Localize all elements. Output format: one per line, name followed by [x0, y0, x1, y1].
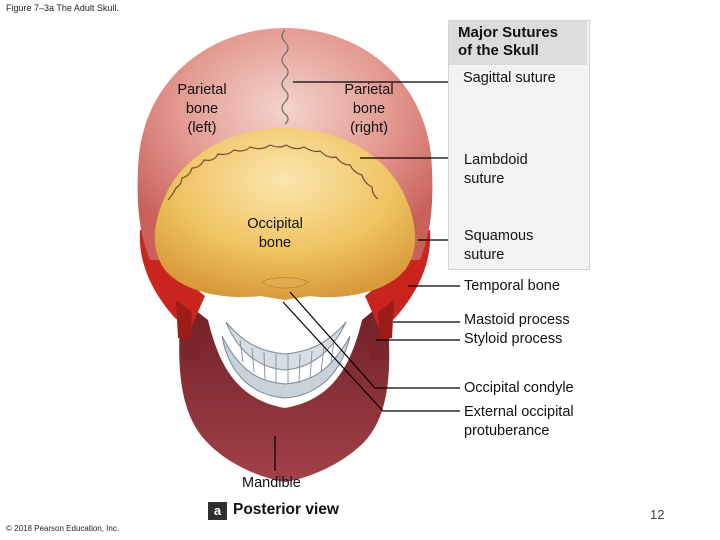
- mastoid-right: [378, 300, 394, 340]
- sutures-title-line2: of the Skull: [458, 42, 539, 59]
- label-lambdoid-line1: Lambdoid: [464, 152, 528, 168]
- lambdoid-suture-line: [167, 144, 379, 201]
- label-occipital-condyle: Occipital condyle: [464, 380, 574, 396]
- label-external-occipital-protuberance: External occipital protuberance: [464, 403, 574, 441]
- label-parietal-left: Parietal bone (left): [168, 81, 236, 138]
- sagittal-suture-line: [281, 29, 289, 125]
- label-mandible: Mandible: [242, 475, 301, 491]
- occipital-protuberance-mark: [261, 277, 309, 289]
- label-sagittal-suture: Sagittal suture: [463, 70, 556, 86]
- sutures-panel-title: Major Sutures of the Skull: [458, 24, 558, 60]
- label-styloid-process: Styloid process: [464, 331, 563, 347]
- label-parietal-left-line1: Parietal: [177, 82, 227, 98]
- label-lambdoid-line2: suture: [464, 171, 505, 187]
- sutures-title-line1: Major Sutures: [458, 24, 559, 41]
- mastoid-left: [176, 300, 192, 340]
- label-squamous-line1: Squamous: [464, 228, 534, 244]
- upper-teeth: [225, 321, 347, 371]
- page-number: 12: [650, 507, 665, 522]
- label-parietal-left-line3: (left): [187, 120, 217, 136]
- view-title: Posterior view: [233, 501, 339, 518]
- label-occipital-line2: bone: [258, 235, 292, 251]
- label-protuberance-line2: protuberance: [464, 423, 550, 439]
- label-mastoid-process: Mastoid process: [464, 312, 570, 328]
- view-badge: a: [208, 502, 227, 520]
- label-parietal-left-line2: bone: [185, 101, 219, 117]
- figure-caption: Figure 7–3a The Adult Skull.: [6, 3, 119, 13]
- leader-lines: [274, 81, 460, 471]
- copyright-notice: © 2018 Pearson Education, Inc.: [6, 524, 120, 533]
- lower-teeth: [221, 335, 351, 399]
- teeth-gaps: [239, 339, 335, 384]
- label-temporal-bone: Temporal bone: [464, 278, 560, 294]
- sutures-panel-header: [449, 21, 587, 65]
- label-lambdoid-suture: Lambdoid suture: [464, 151, 528, 189]
- label-protuberance-line1: External occipital: [464, 404, 574, 420]
- occipital-bone-shape: [154, 128, 416, 300]
- label-parietal-right: Parietal bone (right): [335, 81, 403, 138]
- label-squamous-suture: Squamous suture: [464, 227, 533, 265]
- label-occipital-bone: Occipital bone: [235, 215, 315, 253]
- label-parietal-right-line3: (right): [350, 120, 388, 136]
- label-parietal-right-line2: bone: [352, 101, 386, 117]
- mandible-shape: [179, 300, 390, 482]
- label-parietal-right-line1: Parietal: [344, 82, 394, 98]
- label-squamous-line2: suture: [464, 247, 505, 263]
- label-occipital-line1: Occipital: [247, 216, 303, 232]
